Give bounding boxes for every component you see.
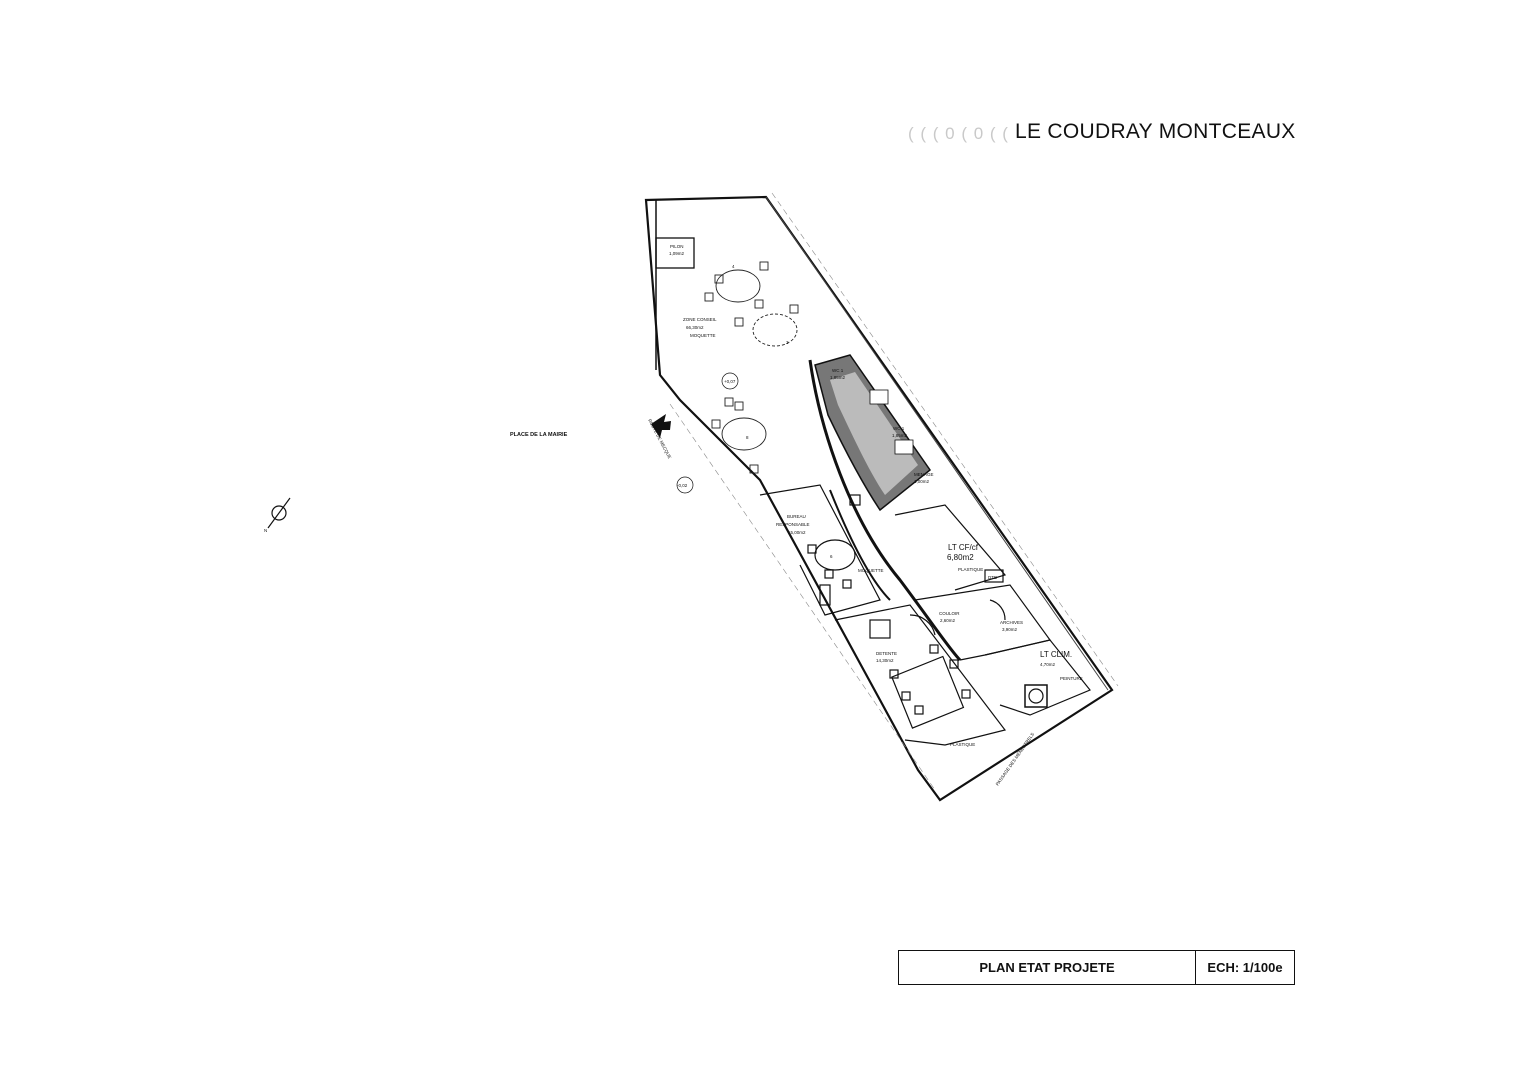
curved-partition [808,359,962,662]
table-number: 8 [746,435,749,440]
room-label: WC 1 [832,368,844,373]
room-label: DETENTE [876,651,897,656]
plan-scale: ECH: 1/100e [1207,960,1283,975]
room-pilon [655,237,695,269]
room-detente [834,604,1007,746]
room-label: LT CF/cf [948,543,979,552]
place-label: PLACE DE LA MAIRIE [510,432,568,438]
room-label: BUREAU [787,514,806,519]
level-label: -0,02 [677,483,688,488]
table-number: 6 [830,554,833,559]
room-label: WC 1 [893,426,905,431]
street-label: PASSAGE DES MENESTRELS [995,732,1035,787]
page-title: LE COUDRAY MONTCEAUX [1015,120,1296,143]
room-area: 2,60m2 [940,618,956,623]
entrance-arrow-icon [651,414,671,438]
level-label: +0,07 [724,379,736,384]
room-label: PILON [670,244,684,249]
room-area: 1,85m2 [830,375,846,380]
floor-label: MOQUETTE [690,333,716,338]
table-number: 4 [732,264,735,269]
floor-label: PLASTIQUE [958,567,983,572]
room-area: 1,85m2 [892,433,908,438]
sanitary-block [814,354,932,512]
room-label: ZONE CONSEIL [683,317,717,322]
room-area: 1,09m2 [669,251,685,256]
room-label: RESPONSABLE [776,522,810,527]
room-area: 14,30m2 [876,658,894,663]
table-number: 3 [786,340,789,345]
room-area: 3,90m2 [1002,627,1018,632]
north-arrow-icon: N [264,497,291,533]
title-block: PLAN ETAT PROJETE ECH: 1/100e [898,950,1295,985]
meeting-tables [704,261,799,474]
room-label: MENAGE [914,472,934,477]
room-lt-cf [894,504,1007,591]
floor-label: PEINTURE [1060,676,1083,681]
dtb-label: DTB [988,575,997,580]
svg-text:N: N [264,528,267,533]
floor-label: MOQUETTE [858,568,884,573]
room-area: 6,80m2 [947,553,974,562]
building-outline [644,192,1119,802]
floor-label: PLASTIQUE [950,742,975,747]
plan-title: PLAN ETAT PROJETE [899,951,1196,984]
room-lt-clim [984,639,1091,716]
room-label: ARCHIVES [1000,620,1023,625]
room-label: COULOIR [939,611,960,616]
room-area: 4,70m2 [1040,662,1056,667]
header-smudge: ( ( ( 0 ( 0 ( ( [908,124,1009,143]
room-bureau [759,484,881,616]
room-area: 1,00m2 [914,479,930,484]
room-area: 66,30m2 [686,325,704,330]
room-area: 15,00m2 [788,530,806,535]
room-label: LT CLIM. [1040,650,1072,659]
